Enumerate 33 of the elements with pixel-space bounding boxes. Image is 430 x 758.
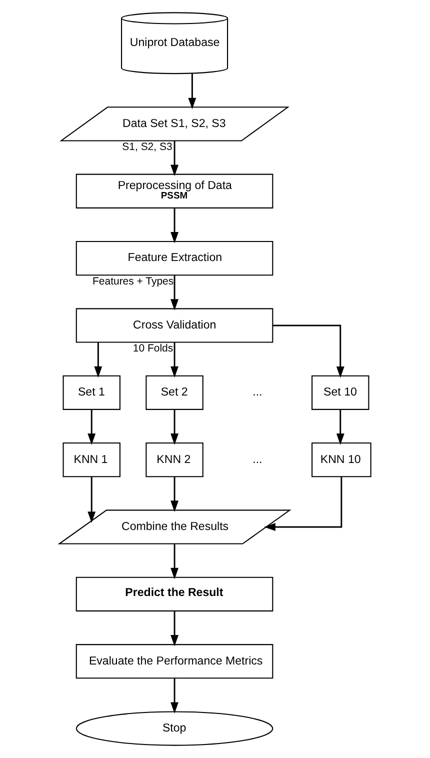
node-box: KNN 2 bbox=[146, 442, 204, 478]
arrow bbox=[170, 476, 178, 512]
arrow bbox=[272, 324, 344, 378]
arrow bbox=[170, 208, 178, 244]
arrow bbox=[170, 544, 178, 580]
node-box: KNN 10 bbox=[312, 442, 372, 478]
node-box: Set 10 bbox=[312, 375, 370, 410]
arrow bbox=[336, 410, 344, 445]
arrow bbox=[170, 342, 178, 378]
node-ellipse: Stop bbox=[76, 711, 274, 746]
arrow bbox=[264, 476, 342, 531]
node-box: Set 2 bbox=[146, 375, 204, 410]
arrow bbox=[170, 611, 178, 646]
node-box: Cross Validation bbox=[76, 308, 274, 343]
edge-label: S1, S2, S3 bbox=[122, 142, 172, 154]
label: ... bbox=[252, 454, 262, 466]
node-box: Preprocessing of Data PSSM bbox=[76, 174, 274, 208]
node-box: KNN 1 bbox=[62, 442, 120, 478]
node-box: Feature Extraction bbox=[76, 240, 274, 276]
arrow bbox=[170, 678, 178, 714]
node-box: Evaluate the Performance Metrics bbox=[76, 644, 274, 679]
arrow bbox=[170, 410, 178, 445]
edge-label: Features + Types bbox=[92, 276, 174, 288]
arrow bbox=[88, 410, 96, 445]
arrow bbox=[94, 342, 102, 378]
arrow bbox=[88, 476, 96, 523]
label: ... bbox=[252, 386, 262, 399]
node-box: Predict the Result bbox=[76, 576, 274, 612]
arrow bbox=[188, 74, 196, 110]
node-box: Set 1 bbox=[62, 375, 120, 410]
arrow bbox=[170, 140, 178, 176]
edge-label: 10 Folds bbox=[132, 344, 174, 355]
arrow bbox=[170, 275, 178, 311]
